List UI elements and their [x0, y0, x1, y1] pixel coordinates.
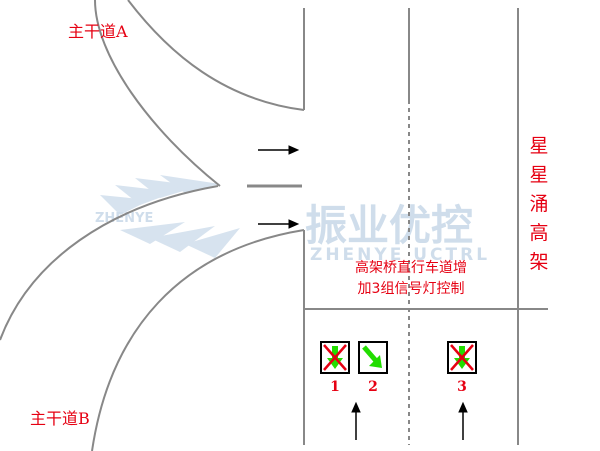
traffic-arrows-up [351, 401, 468, 440]
signal-number: 3 [457, 379, 467, 395]
main-road-b [0, 185, 305, 451]
signal-number: 2 [368, 379, 378, 395]
main-road-a [94, 0, 305, 187]
straight-arrow-prohibited-icon [323, 344, 347, 371]
watermark-logo-text: ZHENYE [95, 211, 153, 226]
vertical-char: 星 [529, 164, 548, 186]
watermark-en-text: ZHENYE UCTRL [310, 245, 490, 265]
vertical-char: 星 [529, 135, 548, 157]
note-line-1: 高架桥直行车道增 [355, 259, 467, 276]
signal-1: 1 [320, 341, 350, 395]
vertical-char: 高 [529, 222, 548, 244]
signal-2: 2 [358, 341, 388, 395]
watermark-logo-icon [100, 175, 240, 258]
straight-arrow-prohibited-icon [450, 344, 474, 371]
road-label-b: 主干道B [30, 409, 90, 428]
road-label-a: 主干道A [68, 22, 128, 41]
watermark-cn-text: 振业优控 [305, 201, 473, 250]
xingxingchong-viaduct-label: 星 星 涌 高 架 [529, 135, 548, 273]
viaduct-lanes [303, 8, 548, 445]
right-diagonal-arrow-icon [362, 345, 382, 368]
signal-3: 3 [447, 341, 477, 395]
vertical-char: 架 [529, 251, 548, 273]
watermark: ZHENYE 振业优控 ZHENYE UCTRL [95, 175, 490, 265]
vertical-char: 涌 [529, 193, 548, 215]
signal-number: 1 [330, 379, 340, 395]
merge-arrows [258, 145, 300, 229]
note-line-2: 加3组信号灯控制 [358, 281, 465, 297]
